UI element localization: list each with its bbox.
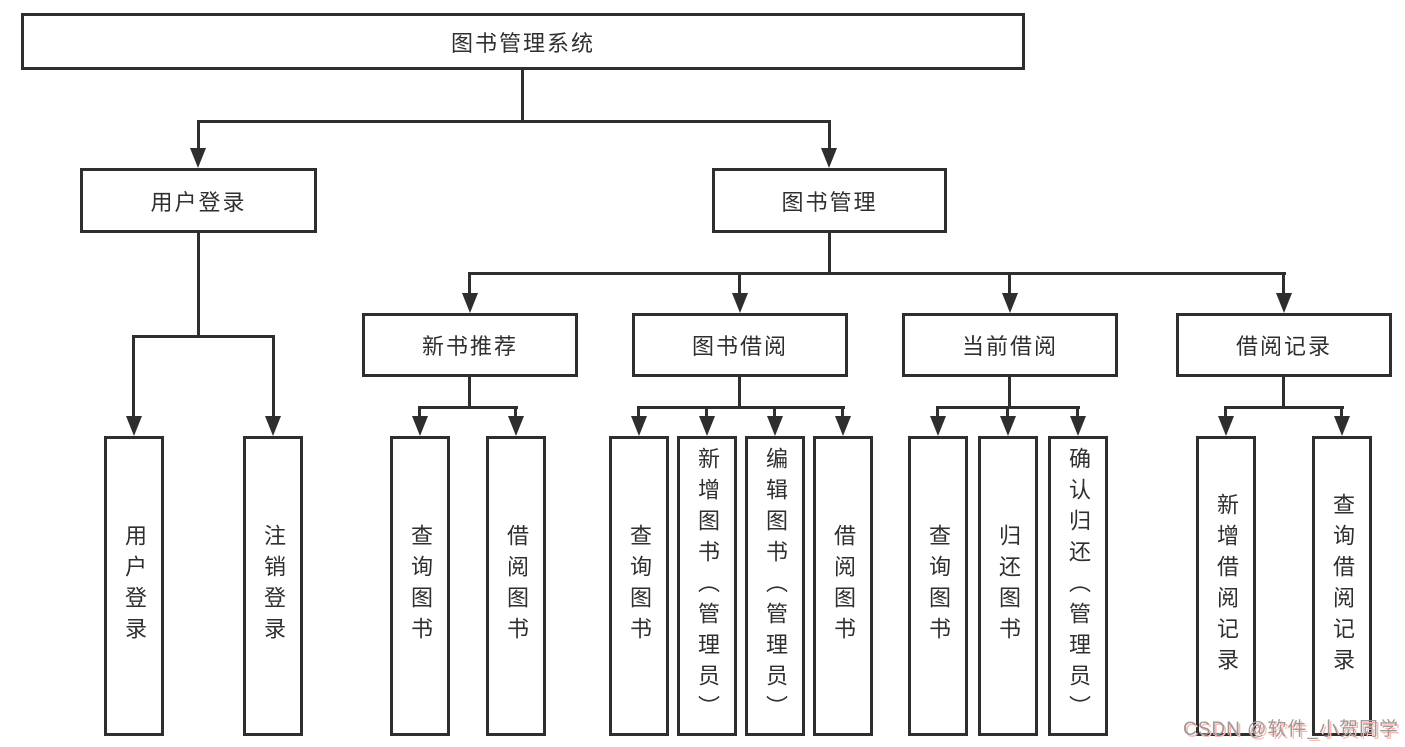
node-leaf-add-book: 新增图书（管理员）: [677, 436, 737, 736]
connector-drop: [1340, 406, 1343, 418]
arrow-down-icon: [190, 148, 206, 168]
connector-book-mgmt-bar: [468, 272, 1286, 275]
connector-borrow-records-stub: [1282, 377, 1285, 409]
arrow-down-icon: [462, 293, 478, 313]
connector-drop-book-borrow: [738, 272, 741, 295]
connector-drop: [418, 406, 421, 418]
connector-book-borrow-bar: [637, 406, 845, 409]
connector-user-login-stub: [197, 233, 200, 338]
node-leaf-confirm-return: 确认归还（管理员）: [1048, 436, 1108, 736]
node-root: 图书管理系统: [21, 13, 1025, 70]
node-leaf-query-book-2: 查询图书: [609, 436, 669, 736]
node-leaf-return-book: 归还图书: [978, 436, 1038, 736]
connector-drop: [773, 406, 776, 418]
connector-drop-leaf-logout: [272, 335, 275, 416]
connector-drop-leaf-user-login: [132, 335, 135, 416]
connector-drop: [705, 406, 708, 418]
arrow-down-icon: [1334, 416, 1350, 436]
connector-borrow-records-bar: [1224, 406, 1344, 409]
node-leaf-logout: 注销登录: [243, 436, 303, 736]
connector-new-book-rec-bar: [418, 406, 518, 409]
arrow-down-icon: [1070, 416, 1086, 436]
arrow-down-icon: [265, 416, 281, 436]
connector-drop: [514, 406, 517, 418]
connector-root-stub: [521, 70, 524, 123]
node-book-borrow: 图书借阅: [632, 313, 848, 377]
arrow-down-icon: [835, 416, 851, 436]
node-leaf-edit-book: 编辑图书（管理员）: [745, 436, 805, 736]
connector-new-book-rec-stub: [468, 377, 471, 409]
node-new-book-rec: 新书推荐: [362, 313, 578, 377]
connector-drop: [637, 406, 640, 418]
node-book-mgmt: 图书管理: [712, 168, 947, 233]
arrow-down-icon: [767, 416, 783, 436]
arrow-down-icon: [732, 293, 748, 313]
arrow-down-icon: [930, 416, 946, 436]
connector-drop: [841, 406, 844, 418]
arrow-down-icon: [1218, 416, 1234, 436]
arrow-down-icon: [1000, 416, 1016, 436]
connector-drop: [1224, 406, 1227, 418]
node-leaf-borrow-book-1: 借阅图书: [486, 436, 546, 736]
connector-root-bar: [197, 120, 831, 123]
arrow-down-icon: [631, 416, 647, 436]
connector-drop: [1006, 406, 1009, 418]
connector-drop-new-book-rec: [468, 272, 471, 295]
connector-drop-borrow-records: [1282, 272, 1285, 295]
node-user-login: 用户登录: [80, 168, 317, 233]
arrow-down-icon: [126, 416, 142, 436]
arrow-down-icon: [821, 148, 837, 168]
node-leaf-user-login: 用户登录: [104, 436, 164, 736]
connector-drop: [936, 406, 939, 418]
connector-current-borrow-stub: [1008, 377, 1011, 409]
arrow-down-icon: [1002, 293, 1018, 313]
connector-user-login-bar: [132, 335, 275, 338]
connector-drop-current-borrow: [1008, 272, 1011, 295]
node-leaf-add-borrow-record: 新增借阅记录: [1196, 436, 1256, 736]
node-leaf-query-borrow-record: 查询借阅记录: [1312, 436, 1372, 736]
node-borrow-records: 借阅记录: [1176, 313, 1392, 377]
arrow-down-icon: [412, 416, 428, 436]
connector-drop-book-mgmt: [828, 120, 831, 150]
csdn-watermark: CSDN @软件_小贺同学: [1183, 719, 1399, 740]
node-current-borrow: 当前借阅: [902, 313, 1118, 377]
connector-book-borrow-stub: [738, 377, 741, 409]
connector-drop-user-login: [197, 120, 200, 150]
arrow-down-icon: [699, 416, 715, 436]
node-leaf-query-book-3: 查询图书: [908, 436, 968, 736]
node-leaf-borrow-book-2: 借阅图书: [813, 436, 873, 736]
node-leaf-query-book-1: 查询图书: [390, 436, 450, 736]
arrow-down-icon: [508, 416, 524, 436]
arrow-down-icon: [1276, 293, 1292, 313]
connector-book-mgmt-stub: [828, 233, 831, 275]
connector-drop: [1076, 406, 1079, 418]
